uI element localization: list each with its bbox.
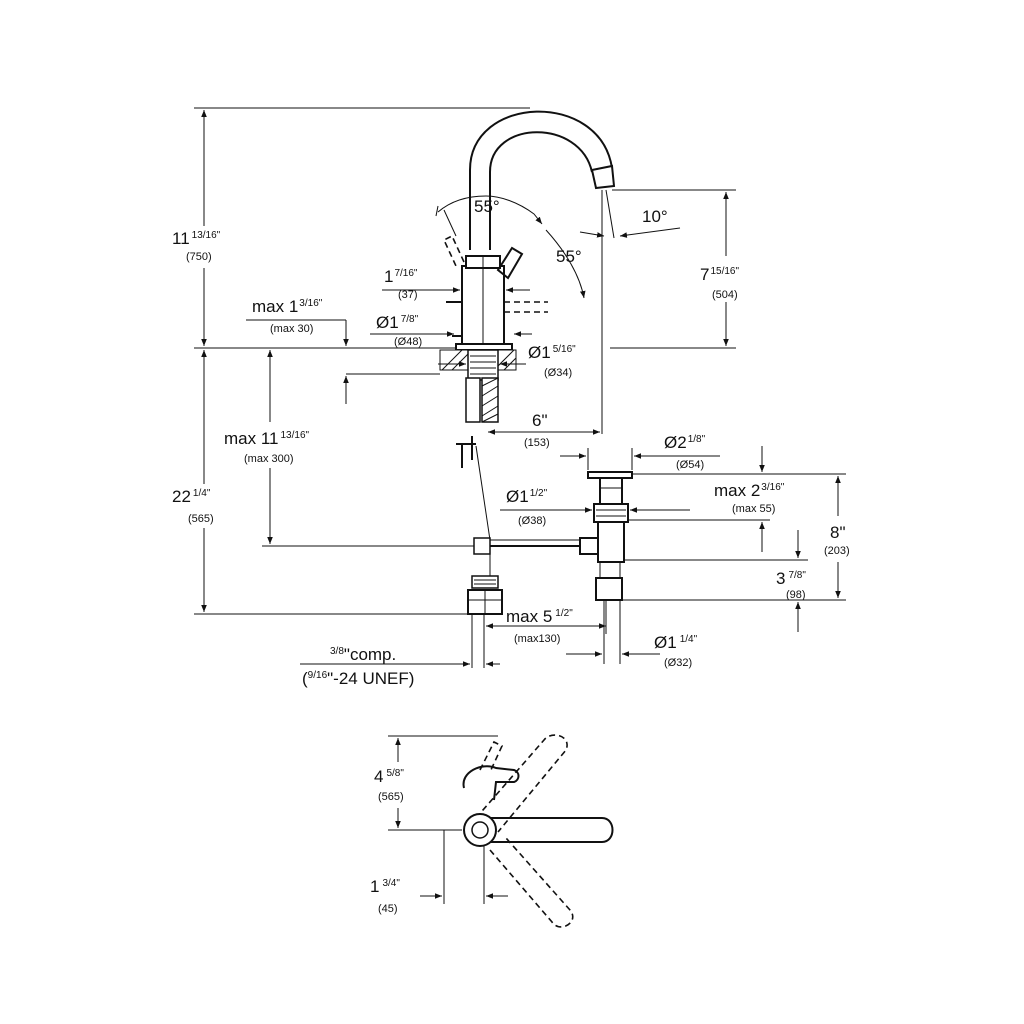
dim-waste-length: 8" bbox=[830, 523, 846, 542]
spout-top bbox=[478, 817, 614, 843]
dim-lever-depth-mm: (565) bbox=[378, 791, 404, 803]
dim-spout-reach: 6" bbox=[532, 411, 548, 430]
dim-spout-height: 715/16" bbox=[700, 265, 739, 284]
supply-hose-left bbox=[465, 377, 481, 423]
body-top bbox=[463, 813, 497, 847]
dim-flange-diameter-mm: (Ø54) bbox=[676, 459, 704, 471]
lever-top bbox=[462, 765, 520, 801]
dim-waste-body-mm: (Ø38) bbox=[518, 515, 546, 527]
dim-hole-diameter-mm: (Ø34) bbox=[544, 367, 572, 379]
faucet-top-view bbox=[388, 734, 614, 928]
dim-max-waste: max 23/16" bbox=[714, 481, 785, 500]
faucet-side-view bbox=[439, 110, 616, 668]
dim-connection-line2: (9/16"-24 UNEF) bbox=[302, 669, 414, 688]
dim-angle-left: 55° bbox=[474, 197, 500, 216]
dimension-lines bbox=[194, 107, 846, 667]
spout-outlet bbox=[590, 164, 616, 190]
dim-max-deck: max 13/16" bbox=[252, 297, 323, 316]
dim-max-waste-mm: (max 55) bbox=[732, 503, 775, 515]
dim-spout-height-mm: (504) bbox=[712, 289, 738, 301]
dim-base-diameter-mm: (Ø48) bbox=[394, 336, 422, 348]
dim-waste-body: Ø11/2" bbox=[506, 487, 548, 506]
dim-max-deck-mm: (max 30) bbox=[270, 323, 313, 335]
dim-tailpiece-diameter-mm: (Ø32) bbox=[664, 657, 692, 669]
threaded-shank bbox=[467, 349, 499, 381]
dim-overall-depth-mm: (565) bbox=[188, 513, 214, 525]
spout-gooseneck bbox=[469, 110, 613, 250]
dim-waste-length-mm: (203) bbox=[824, 545, 850, 557]
dim-outlet-angle: 10° bbox=[642, 207, 668, 226]
dim-angle-right: 55° bbox=[556, 247, 582, 266]
dim-lever-width-mm: (37) bbox=[398, 289, 418, 301]
lever-handle-ghost bbox=[442, 234, 465, 267]
hose-connector bbox=[471, 575, 499, 589]
pop-up-waste bbox=[579, 471, 633, 664]
dim-total-height-mm: (750) bbox=[186, 251, 212, 263]
dim-connection-line1: 3/8"comp. bbox=[330, 645, 396, 664]
dim-spout-reach-mm: (153) bbox=[524, 437, 550, 449]
dim-tailpiece-length-mm: (98) bbox=[786, 589, 806, 601]
pop-up-knob bbox=[446, 301, 463, 337]
dim-max-rod-reach-mm: (max130) bbox=[514, 633, 560, 645]
lever-handle bbox=[496, 246, 524, 280]
dim-lever-offset-mm: (45) bbox=[378, 903, 398, 915]
dim-max-hose-mm: (max 300) bbox=[244, 453, 294, 465]
spout-swing-ghost-up bbox=[475, 734, 568, 833]
dim-lever-width: 17/16" bbox=[384, 267, 418, 286]
spout-swing-ghost-down bbox=[489, 837, 574, 928]
dim-flange-diameter: Ø21/8" bbox=[664, 433, 706, 452]
